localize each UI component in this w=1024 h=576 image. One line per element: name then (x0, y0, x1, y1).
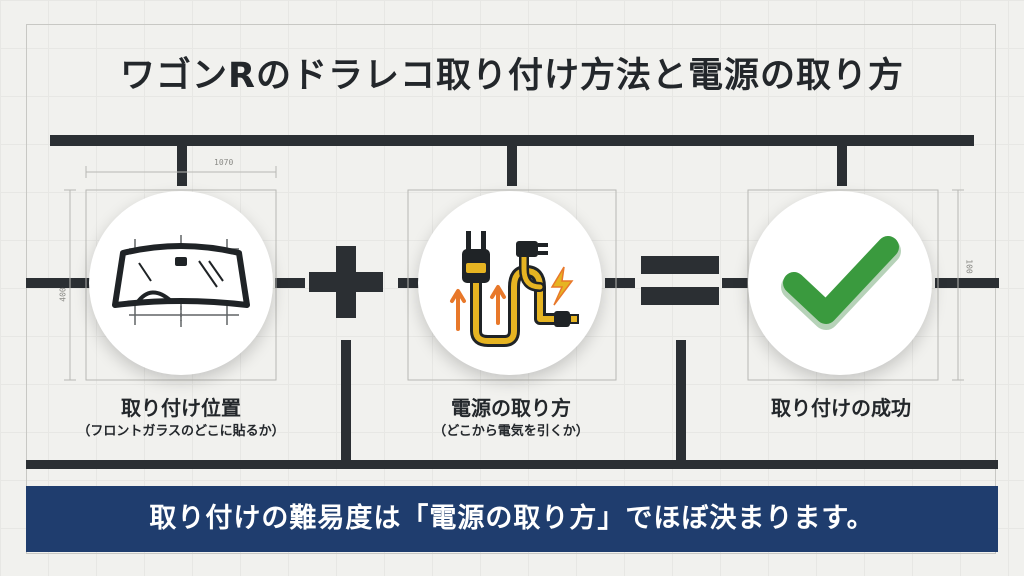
mid-line-right (935, 278, 999, 288)
step-title-3: 取り付けの成功 (771, 396, 911, 420)
drop-line-2 (507, 146, 517, 186)
top-bar (50, 135, 974, 146)
mid-line-c (605, 278, 635, 288)
step-circle-1 (89, 191, 273, 375)
step-title-1: 取り付け位置 (121, 396, 241, 420)
step-subtitle-1: （フロントガラスのどこに貼るか） (77, 424, 285, 439)
drop-line-3 (837, 146, 847, 186)
page-title: ワゴンRのドラレコ取り付け方法と電源の取り方 (120, 56, 904, 96)
vertical-line-plus (341, 340, 351, 462)
windshield-icon (112, 235, 250, 327)
mid-line-d (722, 278, 752, 288)
dimension-label-right: 100 (964, 259, 974, 274)
vertical-line-equals (676, 340, 686, 462)
bottom-bar (26, 460, 998, 469)
plus-icon (309, 246, 383, 318)
step-label-3: 取り付けの成功 (706, 394, 976, 422)
check-mark-icon (781, 236, 901, 330)
dimension-label-left: 400 (58, 287, 68, 302)
mid-line-b (398, 278, 428, 288)
step-subtitle-2: （どこから電気を引くか） (433, 424, 589, 439)
summary-banner: 取り付けの難易度は「電源の取り方」でほぼ決まります。 (26, 486, 998, 552)
step-circle-3 (748, 191, 932, 375)
step-title-2: 電源の取り方 (451, 396, 571, 420)
outer-frame (26, 24, 996, 554)
step-label-2: 電源の取り方 （どこから電気を引くか） (376, 394, 646, 442)
equals-icon (641, 256, 719, 305)
power-plug-cable-icon (450, 231, 579, 347)
step-circle-2 (418, 191, 602, 375)
dimension-label-top: 1070 (214, 158, 234, 167)
step-label-1: 取り付け位置 （フロントガラスのどこに貼るか） (46, 394, 316, 442)
mid-line-a (275, 278, 305, 288)
drop-line-1 (177, 146, 187, 186)
mid-line-left (26, 278, 106, 288)
